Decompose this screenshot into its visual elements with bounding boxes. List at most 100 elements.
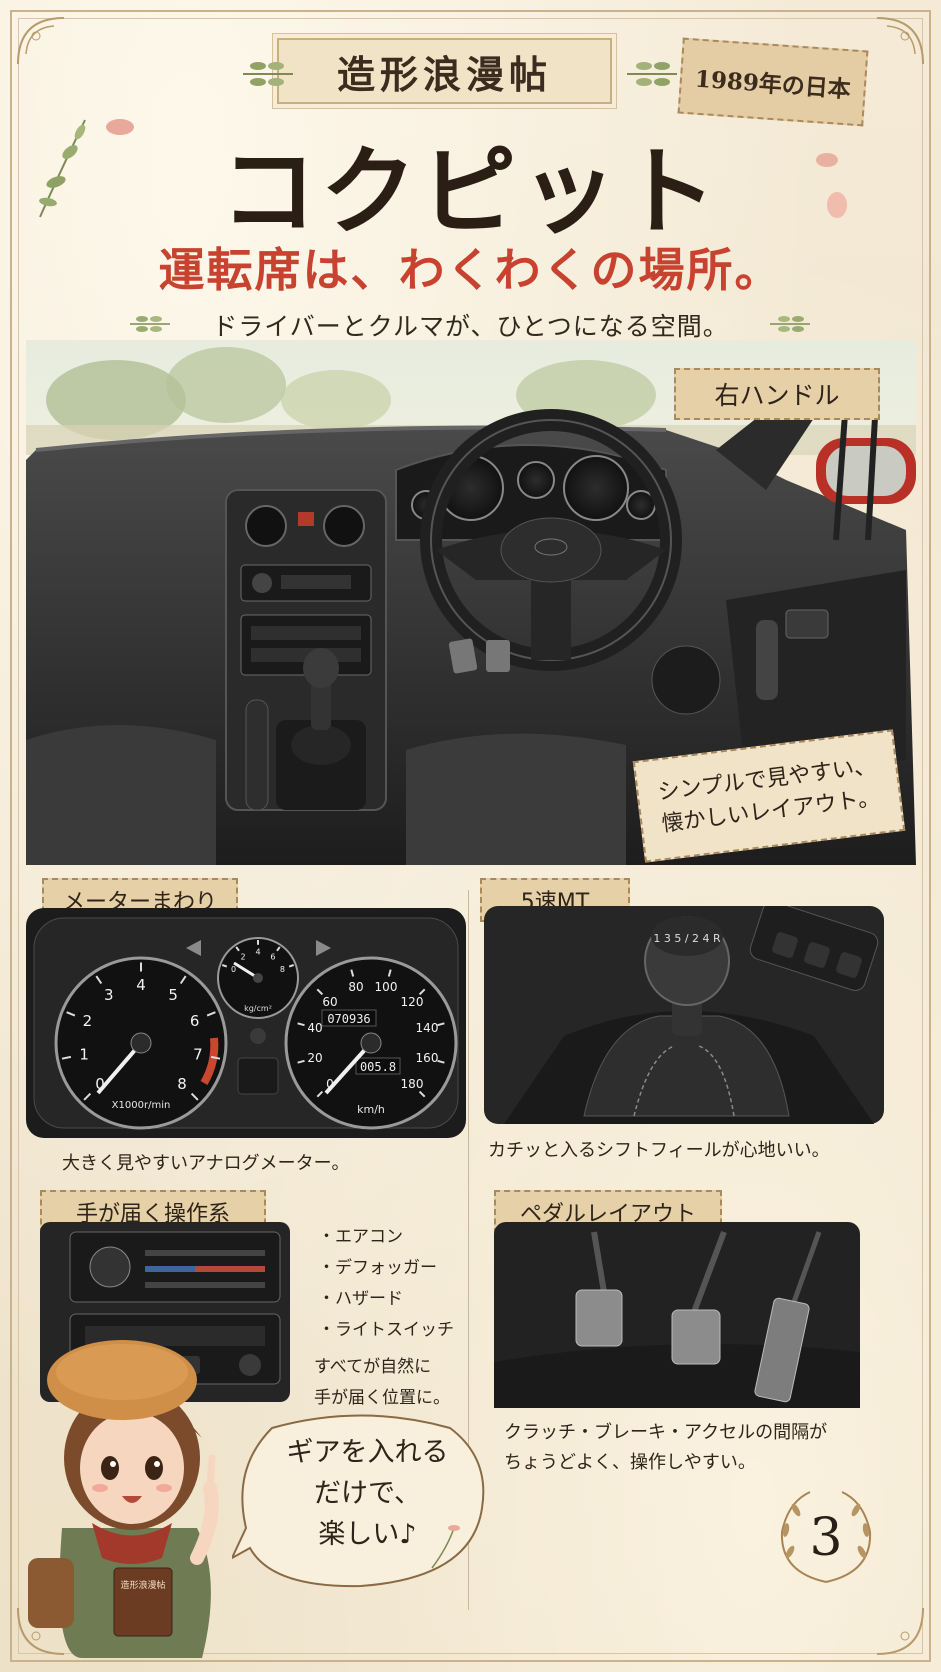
page-number-wreath-icon <box>780 1491 872 1583</box>
main-title: コクピット <box>220 136 721 248</box>
cockpit-illustration <box>26 340 916 865</box>
page-number: 3 <box>809 1508 843 1568</box>
speed-number: 40 <box>307 1021 322 1035</box>
speed-number-tick <box>387 969 392 977</box>
speech-bubble-text: ギアを入れる だけで、 楽しい♪ <box>250 1432 485 1555</box>
corner-ornament-bottom-left <box>17 1607 65 1655</box>
oil-number: 8 <box>280 965 285 974</box>
tach-number: 8 <box>177 1075 187 1093</box>
petal-icon <box>106 119 134 135</box>
leaf-sprig-illustration <box>39 119 86 218</box>
meter-caption: 大きく見やすいアナログメーター。 <box>62 1153 350 1174</box>
speed-number: 100 <box>375 980 398 994</box>
right-hand-drive-label: 右ハンドル <box>714 381 840 410</box>
pedals-caption-line2: ちょうどよく、操作しやすい。 <box>504 1452 756 1473</box>
clutch-pedal <box>575 1289 623 1347</box>
tach-number-tick <box>95 975 103 985</box>
controls-note-line1: すべてが自然に <box>314 1357 432 1377</box>
speed-number: 160 <box>416 1051 439 1065</box>
speed-needle <box>324 1041 373 1095</box>
tach-number-tick <box>61 1055 72 1060</box>
tach-number: 4 <box>136 976 146 994</box>
series-title-plaque: 造形浪漫帖 <box>277 38 612 104</box>
corner-ornament-top-right <box>876 17 924 65</box>
oil-number: 4 <box>255 948 260 957</box>
sketchbook <box>113 1567 173 1637</box>
sketchbook-title: 造形浪漫帖 <box>120 1579 165 1591</box>
speed-number-tick <box>316 1090 324 1098</box>
shift-pattern-label: 1 3 5 / 2 4 R <box>653 932 721 945</box>
speed-number: 60 <box>322 995 337 1009</box>
accelerator-pedal <box>754 1297 810 1403</box>
year-tag-label: 1989年の日本 <box>694 65 852 104</box>
controls-note: すべてが自然に 手が届く位置に。 <box>314 1352 450 1414</box>
controls-list-item: ・ライトスイッチ <box>318 1320 454 1340</box>
series-title: 造形浪漫帖 <box>336 51 552 97</box>
oil-number: 0 <box>231 965 236 974</box>
controls-list: ・エアコン ・デフォッガー ・ハザード ・ライトスイッチ <box>318 1222 454 1346</box>
tach-number-tick <box>210 1055 221 1060</box>
shift-knob-illustration: 1 3 5 / 2 4 R <box>484 906 884 1124</box>
speed-number-tick <box>418 988 426 996</box>
column-divider <box>468 890 469 1610</box>
tach-number: 3 <box>104 986 114 1004</box>
tach-number-tick <box>190 1092 199 1101</box>
tach-unit-label: X1000r/min <box>112 1100 171 1111</box>
speed-number-tick <box>350 969 355 977</box>
page-border <box>10 10 931 1662</box>
turn-signal-left-icon <box>186 940 201 956</box>
tach-number: 5 <box>168 986 178 1004</box>
oil-unit-label: kg/cm² <box>244 1004 272 1013</box>
speech-line3: 楽しい♪ <box>318 1519 417 1550</box>
speed-number: 20 <box>307 1051 322 1065</box>
controls-note-line2: 手が届く位置に。 <box>314 1388 450 1408</box>
trip-readout: 005.8 <box>360 1060 396 1074</box>
controls-list-item: ・デフォッガー <box>318 1258 437 1278</box>
speed-number-tick <box>297 1059 305 1064</box>
oil-number: 2 <box>241 952 246 961</box>
tagline: ドライバーとクルマが、ひとつになる空間。 <box>212 312 729 341</box>
tach-number-tick <box>66 1011 76 1017</box>
odometer-readout: 070936 <box>327 1012 370 1026</box>
shift-caption: カチッと入るシフトフィールが心地いい。 <box>488 1140 830 1161</box>
page-inner-border <box>18 18 923 1654</box>
speed-number-tick <box>418 1090 426 1098</box>
tach-number-tick <box>83 1092 92 1101</box>
speed-number: 180 <box>401 1077 424 1091</box>
oil-number-tick <box>288 964 295 968</box>
petal-icon <box>827 192 847 218</box>
corner-ornament-bottom-right <box>876 1607 924 1655</box>
speed-unit-label: km/h <box>357 1103 385 1116</box>
turn-signal-right-icon <box>316 940 331 956</box>
speech-line2: だけで、 <box>314 1478 421 1509</box>
tach-number-tick <box>206 1011 216 1017</box>
speed-number: 0 <box>326 1077 334 1091</box>
right-hand-drive-tag: 右ハンドル <box>674 368 880 420</box>
speed-number: 120 <box>401 995 424 1009</box>
speed-number: 80 <box>348 980 363 994</box>
brake-pedal <box>671 1309 721 1365</box>
oil-number-tick <box>276 946 281 952</box>
speech-line1: ギアを入れる <box>286 1437 449 1468</box>
sprig-left-icon <box>130 316 170 332</box>
speech-bubble <box>232 1414 485 1588</box>
pedals-caption: クラッチ・ブレーキ・アクセルの間隔が ちょうどよく、操作しやすい。 <box>504 1418 827 1478</box>
tach-number: 0 <box>95 1075 105 1093</box>
tach-number: 7 <box>193 1045 203 1063</box>
pedals-caption-line1: クラッチ・ブレーキ・アクセルの間隔が <box>504 1422 828 1443</box>
sprig-right-icon <box>770 316 810 332</box>
tach-number: 6 <box>190 1012 200 1030</box>
guide-girl-illustration: 造形浪漫帖 <box>28 1340 219 1658</box>
laurel-right-icon <box>627 62 677 86</box>
controls-list-item: ・ハザード <box>318 1289 403 1309</box>
pedal-layout-illustration <box>494 1222 860 1408</box>
speed-number-tick <box>437 1022 445 1027</box>
tach-number: 2 <box>83 1012 93 1030</box>
speed-number-tick <box>316 988 324 996</box>
tach-number-tick <box>179 975 187 985</box>
